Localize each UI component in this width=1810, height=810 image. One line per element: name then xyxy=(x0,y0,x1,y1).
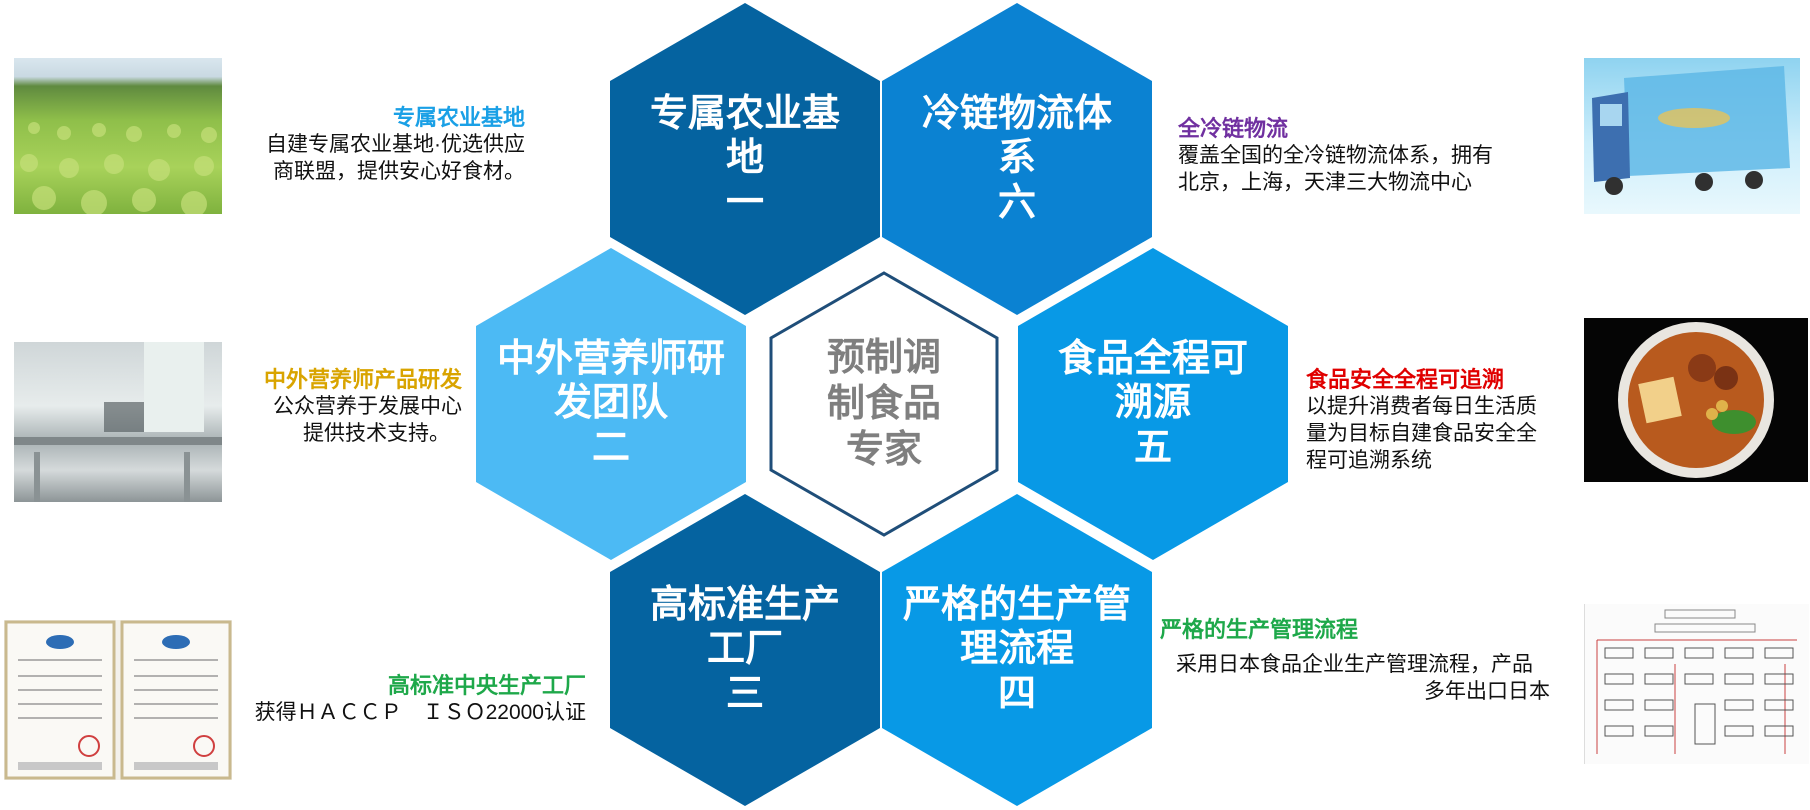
flowchart-document-photo xyxy=(1584,604,1809,764)
nutrition-body-line1: 公众营养于发展中心 xyxy=(273,395,462,418)
hexagon-farm: 专属农业基地 一 xyxy=(610,3,880,315)
traceability-body-line3: 程可追溯系统 xyxy=(1306,449,1432,472)
hexagon-farm-number: 一 xyxy=(725,182,764,224)
traceability-heading: 食品安全全程可追溯 xyxy=(1306,367,1505,392)
nutrition-heading: 中外营养师产品研发 xyxy=(263,367,462,392)
hexagon-nutrition: 中外营养师研发团队 二 xyxy=(476,248,746,560)
hexagon-farm-title: 专属农业基地 xyxy=(649,93,840,179)
ice-truck-photo xyxy=(1584,58,1800,214)
traceability-body-line1: 以提升消费者每日生活质 xyxy=(1306,395,1537,418)
hexagon-factory-title: 高标准生产工厂 xyxy=(649,584,840,670)
nutrition-body-line2: 提供技术支持。 xyxy=(303,422,450,445)
center-title: 预制调制食品专家 xyxy=(826,337,941,471)
factory-body: 获得ＨＡＣＣＰ ＩＳＯ22000认证 xyxy=(254,701,586,724)
farm-heading: 专属农业基地 xyxy=(392,105,525,130)
hexagon-traceability-title: 食品全程可溯源 xyxy=(1057,338,1248,424)
hexagon-process-number: 四 xyxy=(997,673,1036,715)
hexagon-nutrition-number: 二 xyxy=(591,427,630,469)
lettuce-field-photo xyxy=(14,58,222,214)
cold-chain-body-line1: 覆盖全国的全冷链物流体系，拥有 xyxy=(1178,144,1493,167)
traceability-description: 食品安全全程可追溯 以提升消费者每日生活质 量为目标自建食品安全全 程可追溯系统 xyxy=(1306,366,1551,474)
center-hexagon: 预制调制食品专家 xyxy=(768,270,1000,538)
stainless-kitchen-photo xyxy=(14,342,222,502)
farm-body: 自建专属农业基地·优选供应商联盟，提供安心好食材。 xyxy=(266,133,525,183)
cold-chain-body-line2: 北京，上海，天津三大物流中心 xyxy=(1178,171,1472,194)
hexagon-factory: 高标准生产工厂 三 xyxy=(610,494,880,806)
hexagon-cold-chain: 冷链物流体系 六 xyxy=(882,3,1152,315)
hexagon-traceability: 食品全程可溯源 五 xyxy=(1018,248,1288,560)
hexagon-traceability-number: 五 xyxy=(1133,427,1172,469)
hexagon-nutrition-title: 中外营养师研发团队 xyxy=(496,338,725,424)
hexagon-cold-chain-number: 六 xyxy=(997,182,1036,224)
process-body-line2: 多年出口日本 xyxy=(1424,680,1550,703)
cold-chain-heading: 全冷链物流 xyxy=(1178,116,1289,141)
nutrition-description: 中外营养师产品研发 公众营养于发展中心 提供技术支持。 xyxy=(240,366,462,447)
hexagon-process: 严格的生产管理流程 四 xyxy=(882,494,1152,806)
traceability-body-line2: 量为目标自建食品安全全 xyxy=(1306,422,1537,445)
process-heading: 严格的生产管理流程 xyxy=(1160,617,1359,642)
process-body-line1: 采用日本食品企业生产管理流程，产品 xyxy=(1176,653,1533,676)
factory-description: 高标准中央生产工厂 获得ＨＡＣＣＰ ＩＳＯ22000认证 xyxy=(240,672,586,726)
hexagon-factory-number: 三 xyxy=(725,673,764,715)
certificates-photo xyxy=(4,620,232,780)
farm-description: 专属农业基地 自建专属农业基地·优选供应商联盟，提供安心好食材。 xyxy=(240,104,525,185)
noodle-bowl-photo xyxy=(1584,318,1808,482)
hexagon-process-title: 严格的生产管理流程 xyxy=(902,584,1131,670)
hexagon-cold-chain-title: 冷链物流体系 xyxy=(922,93,1113,179)
process-description: 严格的生产管理流程 采用日本食品企业生产管理流程，产品 多年出口日本 xyxy=(1160,617,1550,705)
cold-chain-description: 全冷链物流 覆盖全国的全冷链物流体系，拥有 北京，上海，天津三大物流中心 xyxy=(1178,115,1518,196)
factory-heading: 高标准中央生产工厂 xyxy=(387,673,586,698)
